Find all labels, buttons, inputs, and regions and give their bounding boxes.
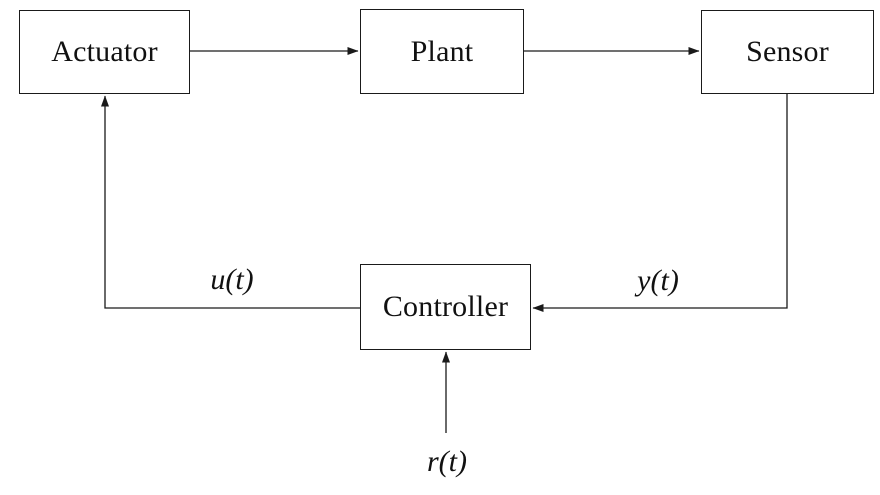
controller-block: Controller: [360, 264, 531, 350]
control-signal-label: u(t): [207, 265, 257, 295]
plant-label: Plant: [410, 34, 474, 68]
connector-sensor-to-controller: [532, 94, 788, 312]
output-signal-label: y(t): [634, 266, 682, 296]
sensor-label: Sensor: [746, 35, 829, 68]
controller-label: Controller: [382, 290, 509, 323]
reference-signal-label: r(t): [424, 447, 470, 477]
actuator-label: Actuator: [51, 35, 158, 68]
plant-block: Plant: [360, 9, 524, 94]
connector-controller-to-actuator: [101, 95, 360, 309]
sensor-block: Sensor: [701, 10, 874, 94]
actuator-block: Actuator: [19, 10, 190, 94]
